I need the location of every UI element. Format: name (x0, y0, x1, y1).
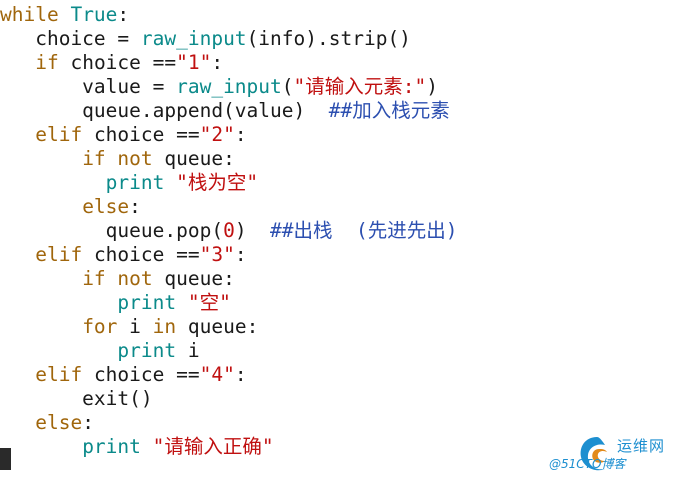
code-token-txt: choice == (82, 123, 200, 146)
code-line[interactable]: print "空" (0, 291, 231, 315)
code-token-txt: ) (426, 75, 439, 98)
code-token-cmt: ##出栈 (先进先出) (270, 219, 458, 242)
code-token-str: "栈为空" (176, 171, 259, 194)
code-token-cons: True (70, 3, 118, 26)
code-token-cons: print (117, 339, 177, 362)
code-token-str: "3" (199, 243, 235, 266)
code-token-str: "空" (187, 291, 231, 314)
code-token-kw: for (82, 315, 118, 338)
code-token-txt: i (176, 339, 200, 362)
code-token-txt: : (234, 363, 247, 386)
code-line[interactable]: while True: (0, 3, 129, 27)
code-token-txt: : (234, 123, 247, 146)
watermark-brand: 运维网 (617, 437, 666, 455)
code-token-txt: : (117, 3, 130, 26)
code-token-txt: queue: (152, 147, 235, 170)
code-token-txt: : (82, 411, 94, 434)
code-token-str: "请输入正确" (152, 435, 274, 458)
code-token-cmt: ##加入栈元素 (328, 99, 450, 122)
code-line[interactable]: value = raw_input("请输入元素:") (0, 75, 438, 99)
code-token-txt (0, 363, 35, 386)
code-token-txt (0, 411, 35, 434)
code-token-txt: : (129, 195, 141, 218)
code-token-txt (0, 243, 35, 266)
code-token-str: "2" (199, 123, 235, 146)
code-token-str: "1" (176, 51, 212, 74)
code-token-txt (59, 3, 71, 26)
code-line[interactable]: exit() (0, 387, 153, 411)
code-token-txt (0, 123, 35, 146)
code-token-cons: print (82, 435, 141, 458)
code-line[interactable]: else: (0, 411, 94, 435)
code-token-txt: : (211, 51, 224, 74)
code-token-txt: queue.append(value) (0, 99, 329, 122)
text-cursor (0, 448, 11, 470)
code-token-txt (0, 195, 82, 218)
code-line[interactable]: if not queue: (0, 267, 235, 291)
code-token-txt (0, 435, 82, 458)
code-token-str: "4" (199, 363, 235, 386)
code-token-txt: exit() (0, 387, 153, 410)
code-token-str: 0 (223, 219, 235, 242)
code-line[interactable]: queue.append(value) ##加入栈元素 (0, 99, 450, 123)
code-token-txt: queue.pop( (0, 219, 224, 242)
code-token-kw: elif (35, 363, 83, 386)
code-line[interactable]: if not queue: (0, 147, 235, 171)
code-token-str: "请输入元素:" (293, 75, 427, 98)
code-token-txt: : (234, 243, 247, 266)
code-token-txt: i (117, 315, 153, 338)
code-token-txt: ( (281, 75, 294, 98)
code-token-txt (0, 51, 35, 74)
code-line[interactable]: choice = raw_input(info).strip() (0, 27, 411, 51)
code-token-txt: choice == (58, 51, 177, 74)
code-token-txt (164, 171, 176, 194)
code-token-kw: if (35, 51, 59, 74)
code-line[interactable]: print "栈为空" (0, 171, 258, 195)
code-token-cons: raw_input (176, 75, 282, 98)
code-token-txt: ) (234, 219, 271, 242)
code-token-txt (141, 435, 153, 458)
code-line[interactable]: print i (0, 339, 200, 363)
code-token-txt: queue: (176, 315, 259, 338)
code-token-kw: while (0, 3, 59, 26)
code-line[interactable]: for i in queue: (0, 315, 258, 339)
code-token-kw: elif (35, 123, 83, 146)
code-token-txt: queue: (152, 267, 235, 290)
code-token-txt: value = (0, 75, 177, 98)
code-token-kw: in (152, 315, 177, 338)
code-token-kw: else (82, 195, 130, 218)
code-token-txt (0, 171, 106, 194)
code-line[interactable]: print "请输入正确" (0, 435, 274, 459)
code-line[interactable]: if choice =="1": (0, 51, 223, 75)
code-token-txt: (info).strip() (246, 27, 411, 50)
watermark-site: @51CTO博客 (549, 457, 626, 471)
code-token-kw: if not (82, 147, 153, 170)
code-line[interactable]: elif choice =="2": (0, 123, 247, 147)
code-token-txt: choice == (82, 363, 200, 386)
code-line[interactable]: elif choice =="3": (0, 243, 247, 267)
code-token-txt (0, 291, 117, 314)
code-token-cons: print (117, 291, 177, 314)
code-token-txt: choice = (0, 27, 141, 50)
code-token-txt (0, 147, 82, 170)
watermark: 运维网 @51CTO博客 (549, 433, 681, 477)
code-line[interactable]: else: (0, 195, 141, 219)
code-token-txt (176, 291, 188, 314)
swirl-logo-icon (580, 437, 607, 471)
code-token-cons: raw_input (140, 27, 247, 50)
code-line[interactable]: queue.pop(0) ##出栈 (先进先出) (0, 219, 458, 243)
code-token-kw: elif (35, 243, 83, 266)
code-token-txt (0, 315, 82, 338)
code-token-txt: choice == (82, 243, 200, 266)
code-token-cons: print (105, 171, 165, 194)
code-token-kw: if not (82, 267, 153, 290)
code-token-kw: else (35, 411, 83, 434)
code-token-txt (0, 267, 82, 290)
code-token-txt (0, 339, 117, 362)
code-line[interactable]: elif choice =="4": (0, 363, 247, 387)
